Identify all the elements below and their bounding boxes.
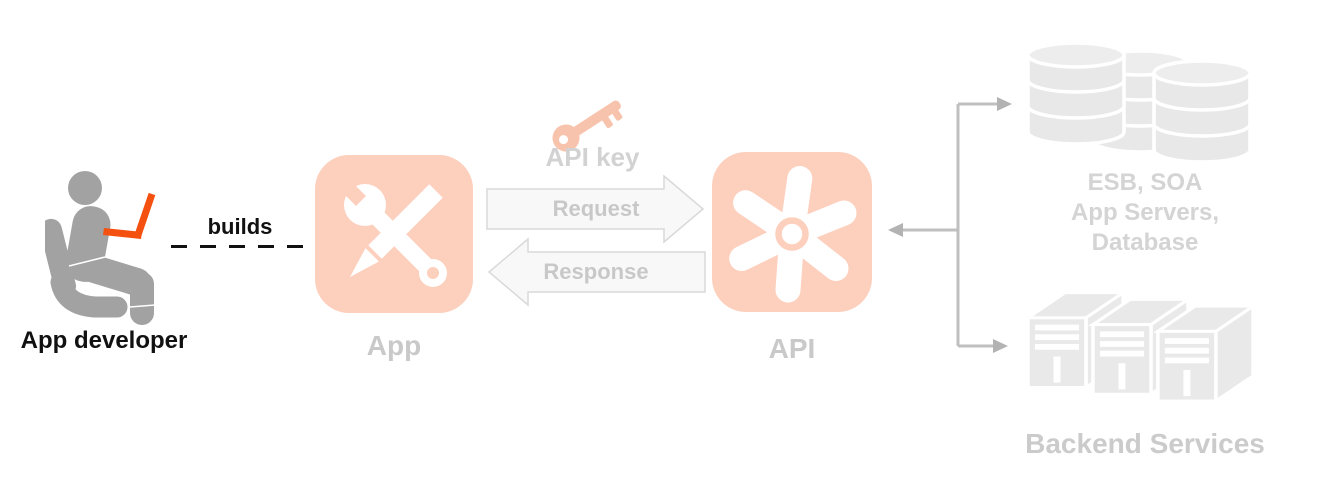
connector-arrowheads-icon (888, 97, 1012, 353)
backend-services-label: Backend Services (1025, 428, 1265, 459)
backend-connector-lines (888, 97, 1012, 353)
app-node-label: App (366, 330, 422, 361)
api-key-label: API key (545, 142, 640, 172)
esb-label-line-1: ESB, SOA (1087, 169, 1203, 196)
builds-label: builds (207, 214, 273, 239)
left-block-arrow-icon (487, 237, 706, 307)
esb-soa-label: ESB, SOA App Servers, Database (1000, 168, 1290, 258)
esb-label-line-3: Database (1091, 229, 1199, 256)
response-label: Response (543, 259, 649, 284)
response-arrow: Response (486, 237, 706, 307)
esb-label-line-2: App Servers, (1070, 199, 1220, 226)
request-label: Request (552, 196, 640, 221)
server-towers-icon (1028, 290, 1253, 401)
app-developer-icon (45, 171, 156, 325)
request-arrow: Request (486, 174, 706, 244)
api-node (712, 152, 872, 312)
database-stack-icon (1028, 42, 1252, 164)
api-key-icon (552, 100, 623, 152)
api-asterisk-icon (729, 166, 857, 303)
wrench-pencil-icon (328, 168, 447, 287)
right-block-arrow-icon (486, 174, 705, 244)
app-developer-label: App developer (20, 327, 188, 354)
api-node-label: API (768, 333, 816, 364)
app-node (315, 155, 473, 313)
laptop-icon (103, 192, 156, 239)
builds-dashed-line (171, 245, 308, 248)
